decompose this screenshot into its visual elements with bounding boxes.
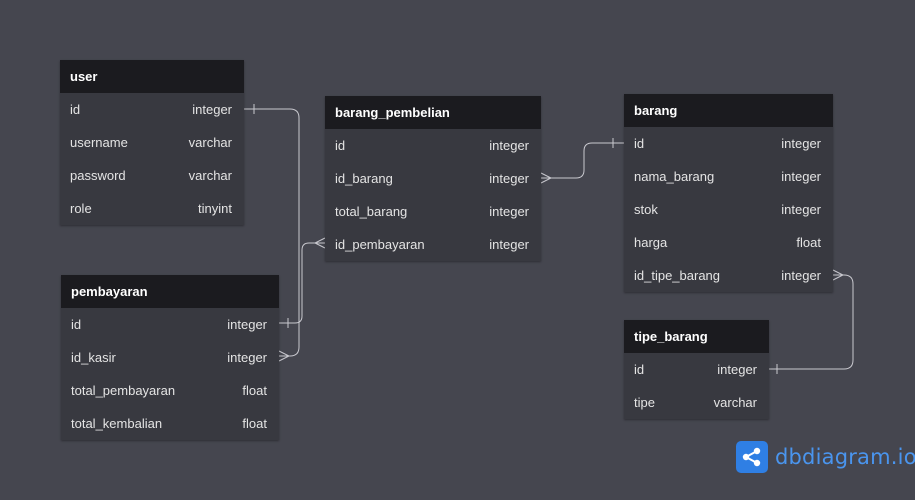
relation-barang-barang-pembelian[interactable] [541,142,624,179]
field-row[interactable]: role tinyint [60,192,244,225]
field-name: total_pembayaran [71,383,176,398]
field-row[interactable]: id_tipe_barang integer [624,259,833,292]
field-type: varchar [188,168,232,183]
relation-tipe-barang-barang[interactable] [769,274,854,370]
field-type: integer [489,204,529,219]
field-row[interactable]: id_barang integer [325,162,541,195]
field-name: id [70,102,81,117]
field-type: varchar [188,135,232,150]
relation-pembayaran-barang-pembelian[interactable] [279,242,325,324]
share-nodes-icon [736,441,768,473]
field-type: integer [489,138,529,153]
field-name: id_tipe_barang [634,268,721,283]
field-row[interactable]: id_pembayaran integer [325,228,541,261]
field-type: integer [489,171,529,186]
field-name: id_pembayaran [335,237,425,252]
field-name: username [70,135,128,150]
field-type: tinyint [198,201,232,216]
field-row[interactable]: id integer [325,129,541,162]
field-name: id [335,138,346,153]
field-type: integer [489,237,529,252]
table-user[interactable]: user id integer username varchar passwor… [60,60,244,225]
field-row[interactable]: stok integer [624,193,833,226]
field-row[interactable]: username varchar [60,126,244,159]
field-type: integer [192,102,232,117]
field-row[interactable]: harga float [624,226,833,259]
dbdiagram-logo[interactable]: dbdiagram.io [736,441,915,473]
field-name: nama_barang [634,169,715,184]
logo-text: dbdiagram.io [775,445,915,469]
field-name: harga [634,235,668,250]
field-row[interactable]: total_pembayaran float [61,374,279,407]
table-pembayaran[interactable]: pembayaran id integer id_kasir integer t… [61,275,279,440]
relation-user-pembayaran[interactable] [244,108,300,357]
field-name: total_kembalian [71,416,163,431]
many-marker [540,172,553,184]
field-row[interactable]: nama_barang integer [624,160,833,193]
table-header[interactable]: user [60,60,244,93]
field-row[interactable]: tipe varchar [624,386,769,419]
field-row[interactable]: id integer [624,353,769,386]
many-marker [313,237,326,249]
logo-text-main: dbdiagram [775,445,891,469]
table-barang[interactable]: barang id integer nama_barang integer st… [624,94,833,292]
field-type: integer [781,268,821,283]
table-tipe-barang[interactable]: tipe_barang id integer tipe varchar [624,320,769,419]
table-header[interactable]: pembayaran [61,275,279,308]
field-type: float [242,383,267,398]
field-name: id [71,317,82,332]
field-row[interactable]: id integer [624,127,833,160]
table-header[interactable]: tipe_barang [624,320,769,353]
field-type: integer [227,350,267,365]
table-header[interactable]: barang_pembelian [325,96,541,129]
field-type: integer [781,202,821,217]
field-name: password [70,168,126,183]
field-name: id [634,136,645,151]
field-name: tipe [634,395,655,410]
field-type: varchar [713,395,757,410]
field-name: id_kasir [71,350,116,365]
field-row[interactable]: password varchar [60,159,244,192]
field-name: role [70,201,92,216]
many-marker [832,269,845,281]
table-header[interactable]: barang [624,94,833,127]
table-barang-pembelian[interactable]: barang_pembelian id integer id_barang in… [325,96,541,261]
many-marker [278,350,291,362]
field-row[interactable]: id integer [61,308,279,341]
field-row[interactable]: id_kasir integer [61,341,279,374]
field-type: integer [781,136,821,151]
field-name: total_barang [335,204,408,219]
field-row[interactable]: total_barang integer [325,195,541,228]
field-name: id [634,362,645,377]
field-type: integer [227,317,267,332]
field-type: float [242,416,267,431]
field-name: id_barang [335,171,393,186]
field-row[interactable]: id integer [60,93,244,126]
field-type: float [796,235,821,250]
field-name: stok [634,202,658,217]
field-row[interactable]: total_kembalian float [61,407,279,440]
field-type: integer [717,362,757,377]
logo-text-suffix: .io [890,445,915,469]
field-type: integer [781,169,821,184]
